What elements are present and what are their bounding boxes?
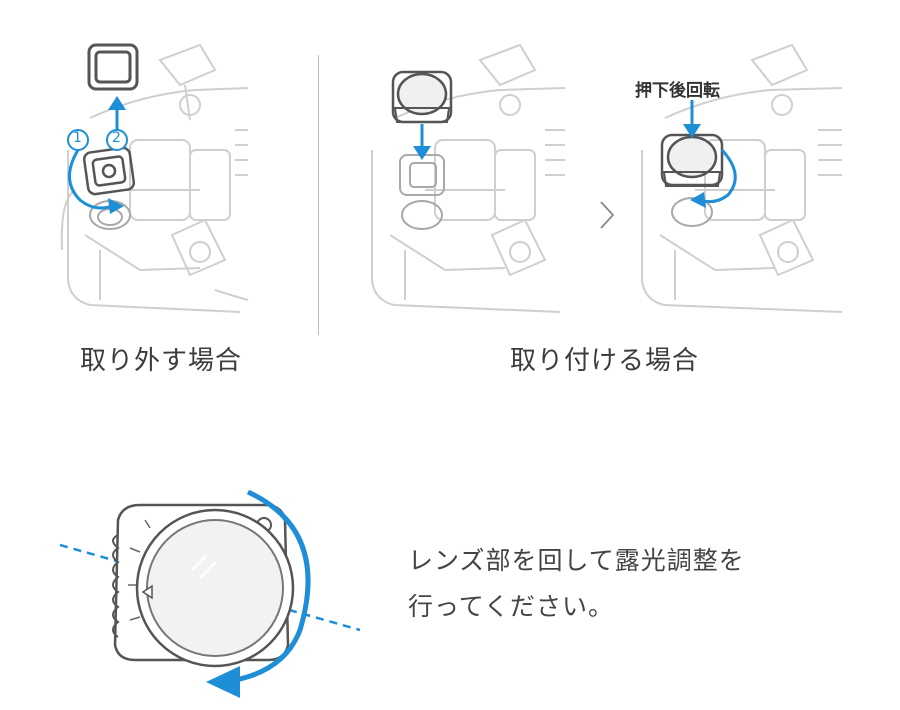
drone-outline-right <box>641 43 843 313</box>
chevron-right-icon <box>600 201 615 229</box>
filter-on-camera <box>82 146 136 196</box>
panel-divider <box>318 55 319 335</box>
adjust-rotate-arrow-icon <box>206 489 311 698</box>
rotate-arrow-icon <box>690 148 737 208</box>
drone-outline-mid <box>371 43 566 313</box>
gimbal-camera-right <box>671 197 713 227</box>
step-2-label: 2 <box>112 130 121 146</box>
lens-glare <box>190 554 218 580</box>
filter-round-incoming <box>391 70 453 124</box>
press-arrow-icon <box>683 100 701 138</box>
instruction-text: レンズ部を回して露光調整を 行ってください。 <box>408 538 878 630</box>
step-1-label: 1 <box>73 130 82 146</box>
index-marker <box>141 584 153 600</box>
lens-glass <box>146 519 284 657</box>
attach-caption: 取り付ける場合 <box>510 346 700 376</box>
instruction-line-1: レンズ部を回して露光調整を <box>408 546 745 575</box>
step-arrow-icon <box>68 149 124 214</box>
step-2-badge <box>106 129 128 151</box>
down-arrow-icon <box>413 124 431 160</box>
press-rotate-label: 押下後回転 <box>635 81 720 101</box>
step-1-badge <box>67 129 89 151</box>
grip-ridges <box>112 534 120 638</box>
drone-outline-left <box>60 43 249 313</box>
remove-caption: 取り外す場合 <box>80 346 243 376</box>
instruction-line-2: 行ってください。 <box>408 592 615 621</box>
filter-removed <box>87 43 139 91</box>
